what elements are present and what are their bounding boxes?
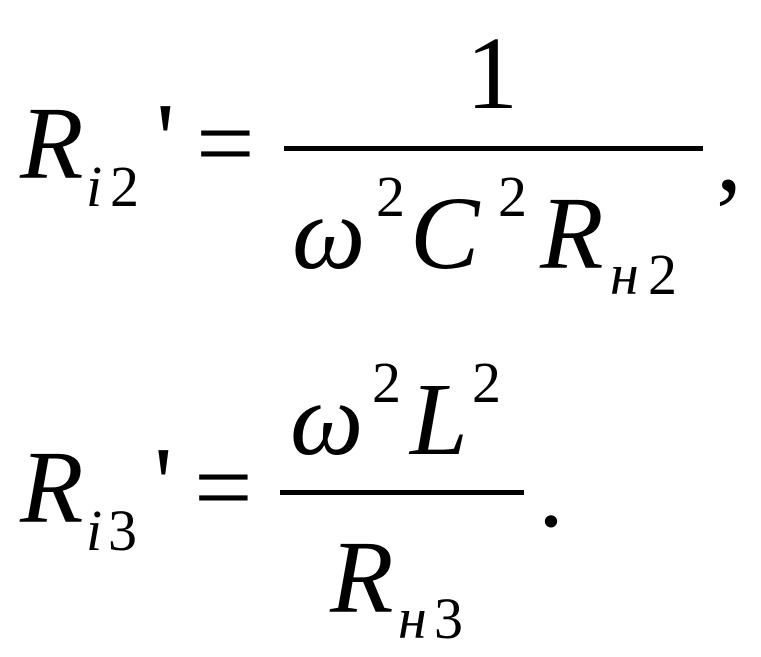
formula-2-lhs-sub-num: 3: [108, 498, 137, 563]
formula-1-den-c-exp: 2: [498, 164, 527, 229]
formula-2-num-l: L: [410, 362, 468, 477]
formula-2-lhs-symbol: R: [20, 430, 84, 545]
formula-2-den-r-sub-var: н: [398, 586, 427, 651]
formula-1-den-c: C: [410, 176, 480, 291]
formula-1-den-r-sub-num: 2: [648, 242, 677, 307]
formula-1-numerator: 1: [466, 16, 518, 131]
formula-2-fraction-bar: [280, 490, 524, 495]
formula-1-prime: ': [156, 82, 175, 197]
formula-2-trailing-period: .: [538, 434, 564, 549]
formula-1-lhs-sub-var: i: [86, 154, 103, 219]
formula-2-den-r-sub-num: 3: [434, 586, 463, 651]
formula-1-den-omega: ω: [292, 176, 366, 291]
formula-2-lhs-sub-var: i: [86, 498, 103, 563]
formula-1-den-r: R: [540, 176, 604, 291]
formula-2-prime: ': [154, 426, 173, 541]
formula-1-fraction-bar: [284, 146, 703, 151]
formula-1-den-omega-exp: 2: [376, 164, 405, 229]
formula-2-equals: =: [194, 430, 253, 545]
formula-2-num-omega-exp: 2: [372, 350, 401, 415]
formula-1-den-r-sub-var: н: [610, 242, 639, 307]
formula-2-num-omega: ω: [290, 362, 364, 477]
formula-2-num-l-exp: 2: [472, 350, 501, 415]
formula-1-lhs-symbol: R: [20, 86, 84, 201]
formula-2-den-r: R: [330, 520, 394, 635]
formula-1-lhs-sub-num: 2: [110, 154, 139, 219]
formula-1-trailing-comma: ,: [716, 98, 742, 213]
formula-1-equals: =: [196, 86, 255, 201]
